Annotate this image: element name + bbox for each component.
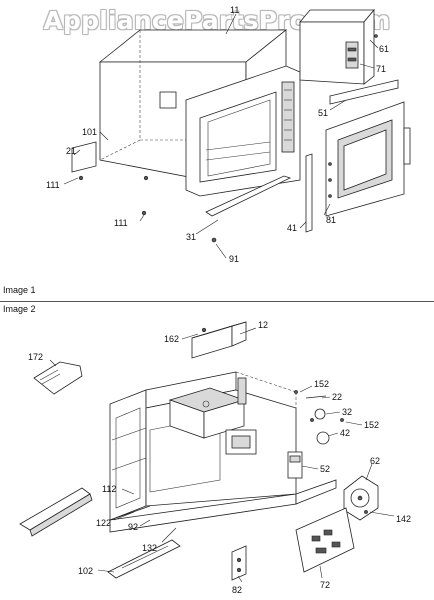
callout-52: 52 (320, 464, 330, 474)
callout-21: 21 (66, 146, 76, 156)
accessory-packet (33, 361, 83, 395)
callout-61: 61 (379, 44, 389, 54)
oven-door (325, 101, 411, 217)
callout-122: 122 (96, 518, 111, 528)
callout-62: 62 (370, 456, 380, 466)
callout-112: 112 (102, 484, 116, 494)
front-frame (185, 65, 301, 197)
side-cover-plate (71, 141, 97, 173)
callout-81: 81 (326, 215, 336, 225)
callout-102: 102 (78, 566, 93, 576)
callout-72: 72 (320, 580, 330, 590)
control-board (295, 507, 355, 573)
callout-142: 142 (396, 514, 411, 524)
callout-101: 101 (82, 127, 97, 137)
callout-172: 172 (28, 352, 43, 362)
screws-image1 (78, 34, 378, 243)
callout-111-lower: 111 (114, 218, 128, 228)
interlock-switches (287, 395, 330, 479)
callout-71: 71 (376, 64, 386, 74)
callout-41: 41 (287, 223, 297, 233)
callout-132: 132 (142, 543, 157, 553)
callout-12: 12 (258, 320, 268, 330)
callout-51: 51 (318, 108, 328, 118)
mounting-bracket (231, 545, 247, 581)
leader-lines-image2 (49, 327, 395, 583)
lower-rail (107, 539, 181, 579)
callout-152-lower: 152 (364, 420, 379, 430)
callout-152-upper: 152 (314, 379, 329, 389)
image-2-label: Image 2 (3, 304, 36, 314)
callout-31: 31 (186, 232, 196, 242)
door-glass (329, 79, 399, 105)
section-divider (0, 301, 434, 302)
callout-82: 82 (232, 585, 242, 595)
callout-22: 22 (332, 392, 342, 402)
door-seal (305, 153, 313, 233)
leader-lines-image1 (63, 13, 379, 259)
screws-image2 (201, 327, 368, 514)
callout-92: 92 (128, 522, 138, 532)
magnetron-assembly (168, 377, 257, 455)
callout-91: 91 (229, 254, 239, 264)
callout-42: 42 (340, 428, 350, 438)
callout-111-upper: 111 (46, 180, 60, 190)
callout-32: 32 (342, 407, 352, 417)
air-duct (191, 321, 247, 359)
cooling-fan (343, 475, 379, 521)
handle-bar (19, 487, 93, 537)
callout-11: 11 (230, 5, 239, 15)
bottom-trim (205, 175, 292, 217)
image-1-label: Image 1 (3, 285, 36, 295)
callout-162: 162 (164, 334, 179, 344)
control-housing (299, 8, 375, 85)
